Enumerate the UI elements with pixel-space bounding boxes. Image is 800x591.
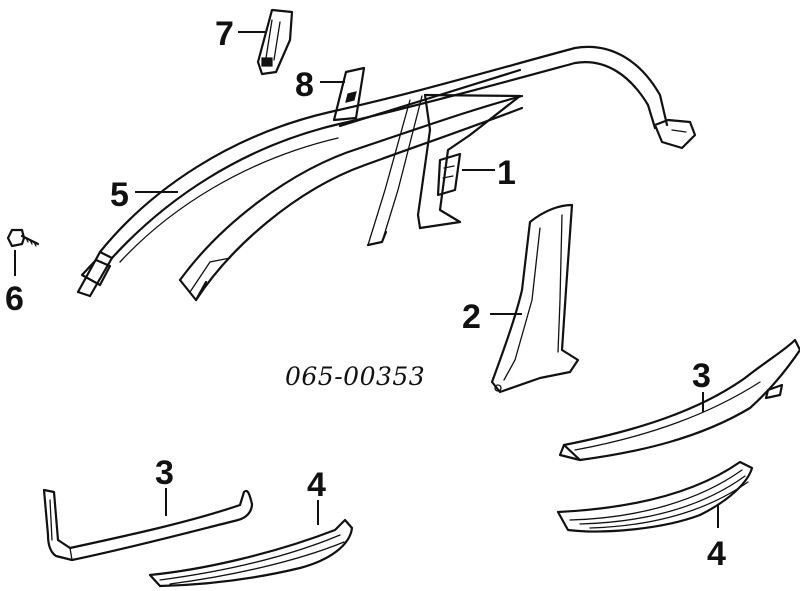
part-2-pillar-lower-trim bbox=[490, 203, 580, 394]
callout-4-right: 4 bbox=[707, 535, 726, 573]
callout-5: 5 bbox=[110, 176, 129, 214]
part-7-clip-trim bbox=[256, 8, 294, 76]
callout-3-left: 3 bbox=[155, 454, 174, 492]
part-6-screw bbox=[6, 228, 40, 248]
callout-6: 6 bbox=[5, 280, 24, 318]
part-4-sill-plate-left bbox=[148, 518, 354, 588]
callout-8: 8 bbox=[295, 66, 314, 104]
callout-3-right: 3 bbox=[692, 357, 711, 395]
pillar-inner-trim bbox=[178, 94, 524, 302]
part-8-garnish-plate bbox=[332, 66, 366, 122]
part-3-scuff-plate-left bbox=[42, 488, 254, 562]
callout-1: 1 bbox=[497, 154, 516, 192]
diagram-code: 065-00353 bbox=[285, 362, 425, 391]
roof-inner-rail bbox=[338, 68, 522, 247]
callout-4-left: 4 bbox=[307, 466, 326, 504]
callout-2: 2 bbox=[462, 298, 481, 336]
part-5-roof-rail-trim bbox=[76, 45, 697, 298]
leader-lines bbox=[14, 31, 719, 528]
part-3-scuff-plate-right bbox=[558, 338, 800, 462]
callout-7: 7 bbox=[215, 15, 234, 53]
callout-labels: 7 8 1 5 6 2 3 3 4 4 065-00353 bbox=[5, 15, 726, 573]
part-4-sill-plate-right bbox=[556, 460, 754, 533]
